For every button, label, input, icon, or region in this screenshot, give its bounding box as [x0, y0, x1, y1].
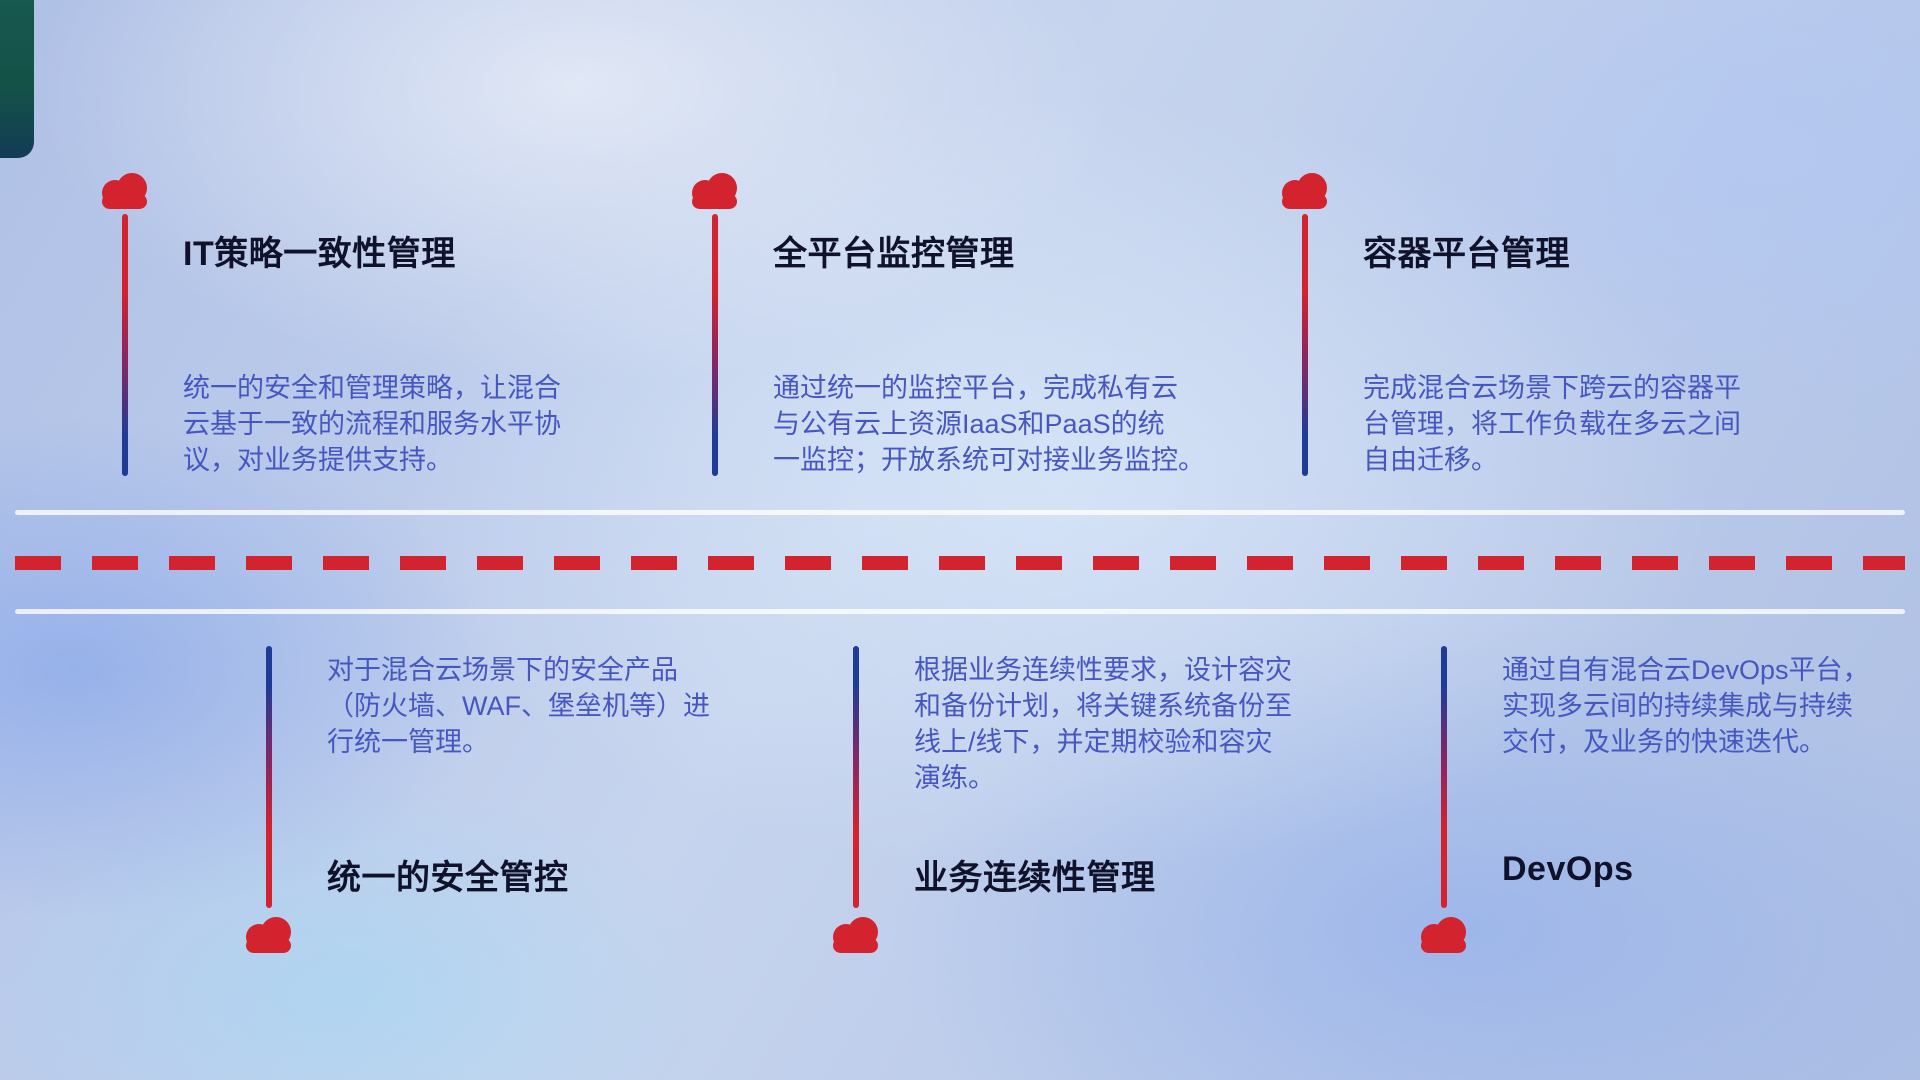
cloud-icon [686, 170, 744, 210]
divider-dashed-line [15, 556, 1905, 570]
cloud-icon [1276, 170, 1334, 210]
item-description: 根据业务连续性要求，设计容灾 和备份计划，将关键系统备份至 线上/线下，并定期校… [914, 655, 1292, 793]
corner-decoration [0, 0, 34, 158]
cloud-icon [1415, 914, 1473, 954]
item-title: 统一的安全管控 [327, 859, 569, 897]
item-title: DevOps [1502, 850, 1634, 888]
timeline-connector [1441, 646, 1447, 908]
item-title: 业务连续性管理 [914, 859, 1156, 897]
cloud-icon [827, 914, 885, 954]
item-title: IT策略一致性管理 [183, 235, 456, 273]
timeline-connector [266, 646, 272, 908]
cloud-icon [96, 170, 154, 210]
cloud-icon [240, 914, 298, 954]
item-title: 容器平台管理 [1363, 235, 1570, 273]
timeline-connector [122, 214, 128, 476]
item-description: 完成混合云场景下跨云的容器平 台管理，将工作负载在多云之间 自由迁移。 [1363, 373, 1741, 475]
item-description: 通过统一的监控平台，完成私有云 与公有云上资源IaaS和PaaS的统 一监控；开… [773, 373, 1205, 475]
timeline-connector [1302, 214, 1308, 476]
timeline-connector [853, 646, 859, 908]
divider-line-bottom [15, 609, 1905, 614]
divider-line-top [15, 510, 1905, 515]
item-description: 对于混合云场景下的安全产品 （防火墙、WAF、堡垒机等）进 行统一管理。 [327, 655, 710, 757]
item-description: 通过自有混合云DevOps平台， 实现多云间的持续集成与持续 交付，及业务的快速… [1502, 655, 1870, 757]
timeline-connector [712, 214, 718, 476]
item-description: 统一的安全和管理策略，让混合 云基于一致的流程和服务水平协 议，对业务提供支持。 [183, 373, 561, 475]
item-title: 全平台监控管理 [773, 235, 1015, 273]
